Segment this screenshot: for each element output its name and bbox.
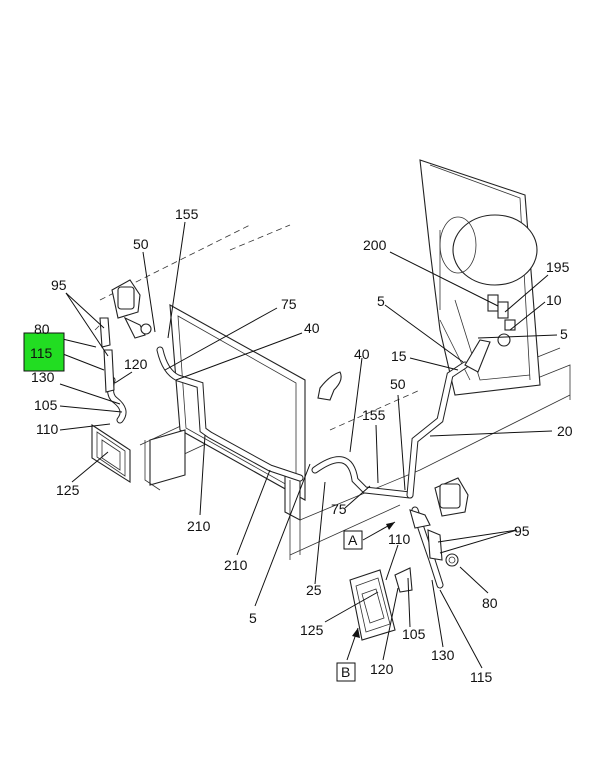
left-heater-box (91, 423, 131, 483)
reference-letter-b: B (341, 664, 350, 680)
label-75-top[interactable]: 75 (281, 296, 297, 312)
reference-letter-a: A (348, 532, 358, 548)
label-115-left[interactable]: 115 (30, 345, 53, 361)
label-20[interactable]: 20 (557, 423, 573, 439)
label-40-center[interactable]: 40 (354, 346, 370, 362)
right-lamp-assembly (409, 477, 469, 567)
label-75-center[interactable]: 75 (331, 501, 347, 517)
label-5-upper-left[interactable]: 5 (377, 293, 385, 309)
label-200[interactable]: 200 (363, 237, 387, 253)
label-40-top[interactable]: 40 (304, 320, 320, 336)
label-110-right[interactable]: 110 (388, 531, 411, 547)
label-50-center[interactable]: 50 (390, 376, 406, 392)
arrowheads (352, 522, 395, 638)
label-155-center[interactable]: 155 (362, 407, 386, 423)
filter-elbow (317, 371, 342, 401)
label-105-right[interactable]: 105 (402, 626, 426, 642)
highlighted-callout-115[interactable] (23, 332, 65, 372)
label-110-left[interactable]: 110 (36, 421, 59, 437)
leader-lines (49, 221, 558, 669)
label-50-left[interactable]: 50 (133, 236, 149, 252)
label-10[interactable]: 10 (546, 292, 562, 308)
label-120-left[interactable]: 120 (124, 356, 148, 372)
engine-block (419, 159, 541, 396)
label-80-right[interactable]: 80 (482, 595, 498, 611)
label-210-lower[interactable]: 210 (224, 557, 248, 573)
label-120-right[interactable]: 120 (370, 661, 394, 677)
reference-box-a (343, 530, 363, 550)
label-15[interactable]: 15 (391, 348, 407, 364)
left-lamp-assembly (99, 279, 152, 393)
label-130-left[interactable]: 130 (31, 369, 55, 385)
radiator (144, 304, 306, 560)
label-210-middle[interactable]: 210 (187, 518, 211, 534)
label-115-right[interactable]: 115 (470, 669, 493, 685)
label-80-left[interactable]: 80 (34, 321, 50, 337)
label-5-bottom[interactable]: 5 (249, 610, 257, 626)
part-labels: 155 50 95 80 115 120 130 105 110 125 75 … (30, 206, 573, 685)
right-heater-box (349, 567, 413, 641)
label-5-upper-right[interactable]: 5 (560, 326, 568, 342)
label-105-left[interactable]: 105 (34, 397, 58, 413)
label-195[interactable]: 195 (546, 259, 570, 275)
label-125-right[interactable]: 125 (300, 622, 324, 638)
label-155-left[interactable]: 155 (175, 206, 199, 222)
label-25[interactable]: 25 (306, 582, 322, 598)
coolant-hoses (107, 346, 469, 589)
label-130-right[interactable]: 130 (431, 647, 455, 663)
reference-box-b (336, 662, 356, 682)
label-95-right[interactable]: 95 (514, 523, 530, 539)
label-95-left[interactable]: 95 (51, 277, 67, 293)
label-125-left[interactable]: 125 (56, 482, 80, 498)
